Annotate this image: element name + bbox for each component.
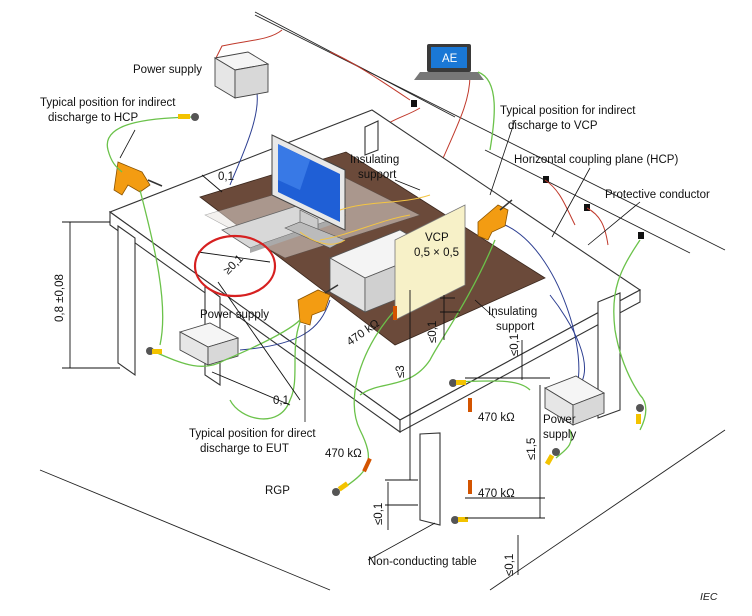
dim-le-1-5: ≤1,5 xyxy=(526,438,538,460)
ground-clip-icon xyxy=(451,516,468,524)
ground-clip-icon xyxy=(636,404,644,424)
monitor-icon xyxy=(271,134,346,249)
direct-eut-label-2: discharge to EUT xyxy=(200,443,289,455)
ground-clip-icon xyxy=(332,481,349,496)
dim-0-1-floor: 0,1 xyxy=(273,395,289,407)
power-supply-left-label: Power supply xyxy=(200,309,269,321)
resistor-icon xyxy=(468,480,472,494)
indirect-vcp-label-2: discharge to VCP xyxy=(508,120,598,132)
ground-clip-icon xyxy=(544,448,560,466)
cable-clip-icon xyxy=(411,100,417,107)
background-wires xyxy=(214,11,691,254)
ae-label: AE xyxy=(442,53,458,65)
power-supply-right xyxy=(543,375,606,426)
dim-le-0-1-bottom-right: ≤0,1 xyxy=(504,554,516,576)
power-supply-right-label-1: Power xyxy=(543,414,576,426)
vcp-label-2: 0,5 × 0,5 xyxy=(414,247,459,259)
resistor-icon xyxy=(468,398,472,412)
cable-clip-icon xyxy=(543,176,549,183)
r-right-bottom-label: 470 kΩ xyxy=(478,488,515,500)
ground-reference-plane xyxy=(39,14,726,591)
protective-conductor-label: Protective conductor xyxy=(605,189,710,201)
esd-gun-icon xyxy=(477,199,513,241)
insulating-support-mid-label-2: support xyxy=(496,321,535,333)
ground-clip-icon xyxy=(146,347,162,355)
dim-le-0-1-right: ≤0,1 xyxy=(509,334,521,356)
insulating-support-top-label-1: Insulating xyxy=(350,154,399,166)
dimension-lines xyxy=(62,174,550,575)
ground-clip-icon xyxy=(449,379,466,387)
hcp-label: Horizontal coupling plane (HCP) xyxy=(514,154,678,166)
resistor-icon xyxy=(393,306,397,320)
dim-le-3: ≤3 xyxy=(395,365,407,378)
eut-cables xyxy=(299,194,431,245)
leader-lines xyxy=(119,119,641,561)
insulating-support-mid-label-1: Insulating xyxy=(488,306,537,318)
direct-eut-label-1: Typical position for direct xyxy=(189,428,316,440)
power-supply-right-label-2: supply xyxy=(543,429,576,441)
vcp-label-1: VCP xyxy=(425,232,449,244)
esd-gun-icon xyxy=(113,161,163,196)
iec-mark: IEC xyxy=(700,591,718,603)
vertical-coupling-plane xyxy=(394,204,466,321)
power-supply-top-label: Power supply xyxy=(133,64,202,76)
indirect-vcp-label-1: Typical position for indirect xyxy=(500,105,636,117)
power-supply-top xyxy=(213,51,270,99)
non-conducting-table-label: Non-conducting table xyxy=(368,556,477,568)
dim-le-0-1-vcp: ≤0,1 xyxy=(427,321,439,343)
insulating-support-top-label-2: support xyxy=(358,169,397,181)
ground-wires xyxy=(106,116,647,488)
laptop-icon: AE xyxy=(414,44,484,80)
r-left-label: 470 kΩ xyxy=(325,448,362,460)
highlight-circle xyxy=(193,234,277,298)
indirect-hcp-label-1: Typical position for indirect xyxy=(40,97,176,109)
dim-height: 0,8 ±0,08 xyxy=(54,274,66,322)
indirect-hcp-label-2: discharge to HCP xyxy=(48,112,138,124)
cable-clip-icon xyxy=(638,232,644,239)
r-right-top-label: 470 kΩ xyxy=(478,412,515,424)
resistor-icon xyxy=(362,457,372,473)
dim-0-1-top: 0,1 xyxy=(218,171,234,183)
rgp-label: RGP xyxy=(265,485,290,497)
dim-le-0-1-bottom-left: ≤0,1 xyxy=(373,503,385,525)
esd-gun-icon xyxy=(297,284,339,326)
ground-clip-icon xyxy=(178,113,199,121)
cable-clip-icon xyxy=(584,204,590,211)
